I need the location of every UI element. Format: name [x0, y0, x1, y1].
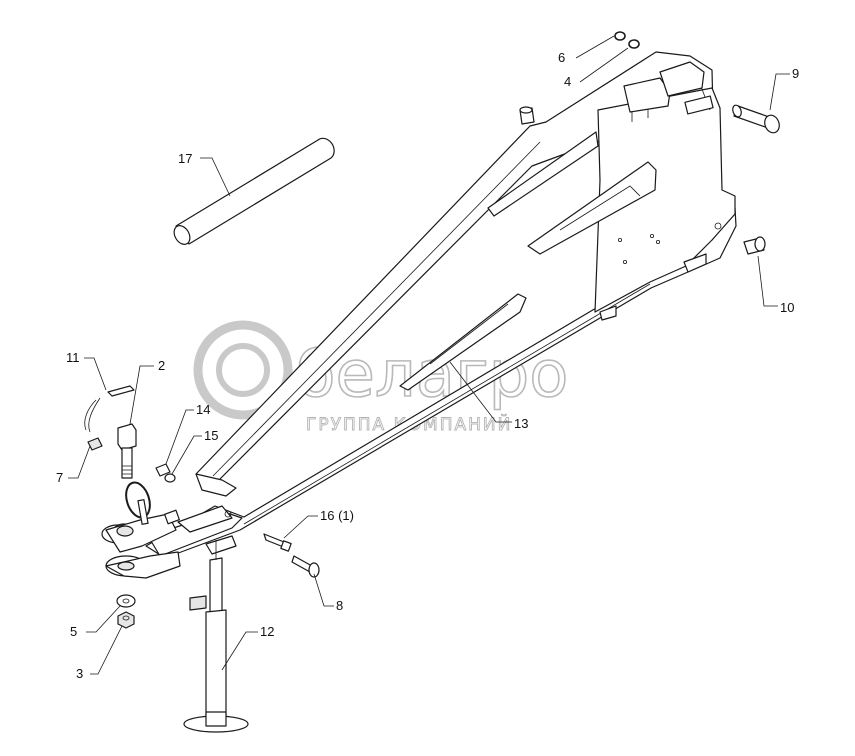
callout-5: 5 [70, 624, 77, 639]
callout-2: 2 [158, 358, 165, 373]
callout-3: 3 [76, 666, 83, 681]
front-hitch [101, 513, 181, 579]
part-2-bolt [117, 423, 137, 479]
part-6-ring [614, 31, 626, 41]
part-13-boom-frame [145, 51, 737, 559]
watermark-logo-ring [193, 320, 293, 420]
watermark: белагро ГРУППА КОМПАНИЙ [193, 320, 569, 435]
fork-pin [164, 509, 180, 525]
callout-7: 7 [56, 470, 63, 485]
callout-14: 14 [196, 402, 210, 417]
callouts: 17 6 4 9 10 11 2 14 15 7 13 16 (1) 8 5 1… [56, 50, 799, 681]
part-8-bolt [291, 555, 320, 578]
callout-8: 8 [336, 598, 343, 613]
part-3-nut [117, 611, 135, 629]
ring-pin [125, 481, 151, 525]
part-5-washer [116, 594, 136, 608]
callout-9: 9 [792, 66, 799, 81]
part-17-pipe [173, 137, 335, 245]
callout-12: 12 [260, 624, 274, 639]
callout-13: 13 [514, 416, 528, 431]
part-11-cotter-pin [84, 385, 135, 433]
callout-15: 15 [204, 428, 218, 443]
part-14-nut [155, 463, 171, 477]
part-15-washer [164, 473, 176, 483]
part-16-bolt [263, 533, 292, 552]
callout-4: 4 [564, 74, 571, 89]
leader-lines [68, 35, 790, 675]
callout-6: 6 [558, 50, 565, 65]
part-9-pin [732, 104, 780, 134]
callout-16: 16 (1) [320, 508, 354, 523]
watermark-logo-inner [216, 343, 270, 397]
part-10-bushing [743, 236, 766, 255]
part-7-clip [87, 437, 103, 451]
part-4-ring [628, 39, 640, 49]
watermark-brand: белагро [296, 338, 568, 412]
callout-10: 10 [780, 300, 794, 315]
callout-11: 11 [66, 350, 80, 365]
callout-17: 17 [178, 151, 192, 166]
upper-bushing [519, 106, 535, 125]
part-12-support-leg [183, 540, 249, 733]
